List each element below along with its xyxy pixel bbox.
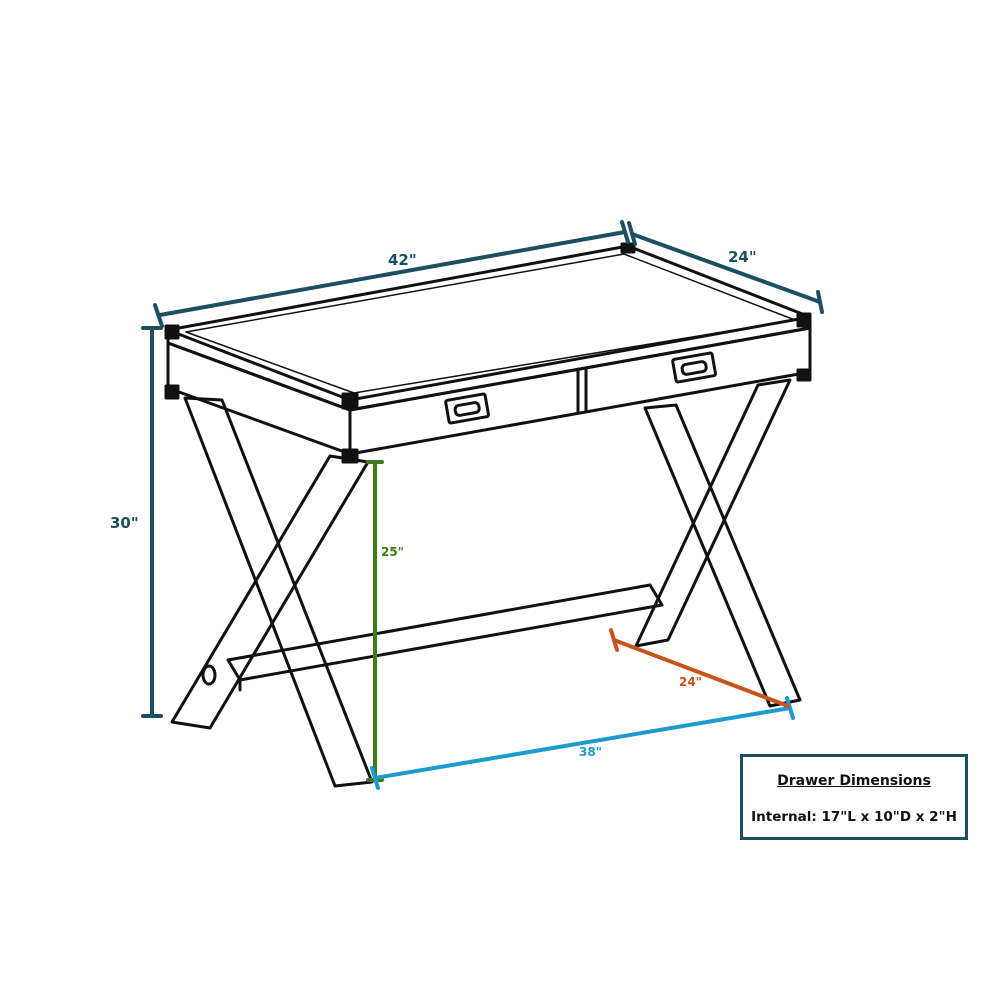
corner-bracket-left	[164, 324, 180, 340]
desk-apron-front	[348, 326, 812, 456]
leg-bolt-hole	[201, 664, 217, 686]
height-label: 30"	[110, 514, 139, 532]
base-depth-label: 24"	[679, 675, 702, 689]
desk-top-inner	[185, 253, 796, 394]
depth-dimension-line	[627, 221, 824, 314]
depth-label: 24"	[728, 248, 757, 266]
width-label: 42"	[388, 251, 417, 269]
corner-bracket-bottom-left	[164, 384, 180, 400]
drawer-dimensions-box: Drawer Dimensions Internal: 17"L x 10"D …	[740, 754, 968, 840]
left-drawer-handle	[444, 392, 490, 425]
drawer-internal-dimensions: Internal: 17"L x 10"D x 2"H	[751, 809, 957, 825]
clearance-dimension-line	[366, 460, 384, 782]
height-dimension-line	[141, 326, 163, 718]
corner-bracket-front	[341, 392, 359, 410]
clearance-label: 25"	[381, 545, 404, 559]
corner-bracket-bottom-right	[796, 368, 812, 382]
span-dimension-line	[370, 696, 795, 790]
width-dimension-line	[153, 220, 630, 328]
corner-bracket-right	[796, 312, 812, 328]
base-depth-dimension-line	[609, 628, 790, 708]
drawer-dimensions-title: Drawer Dimensions	[777, 773, 931, 789]
corner-bracket-back	[620, 242, 636, 254]
right-leg-front	[634, 378, 792, 648]
stretcher-bar	[226, 583, 664, 682]
right-leg-back	[643, 403, 802, 708]
span-label: 38"	[579, 745, 602, 759]
right-drawer-handle	[671, 351, 717, 384]
left-leg-front	[170, 454, 370, 730]
